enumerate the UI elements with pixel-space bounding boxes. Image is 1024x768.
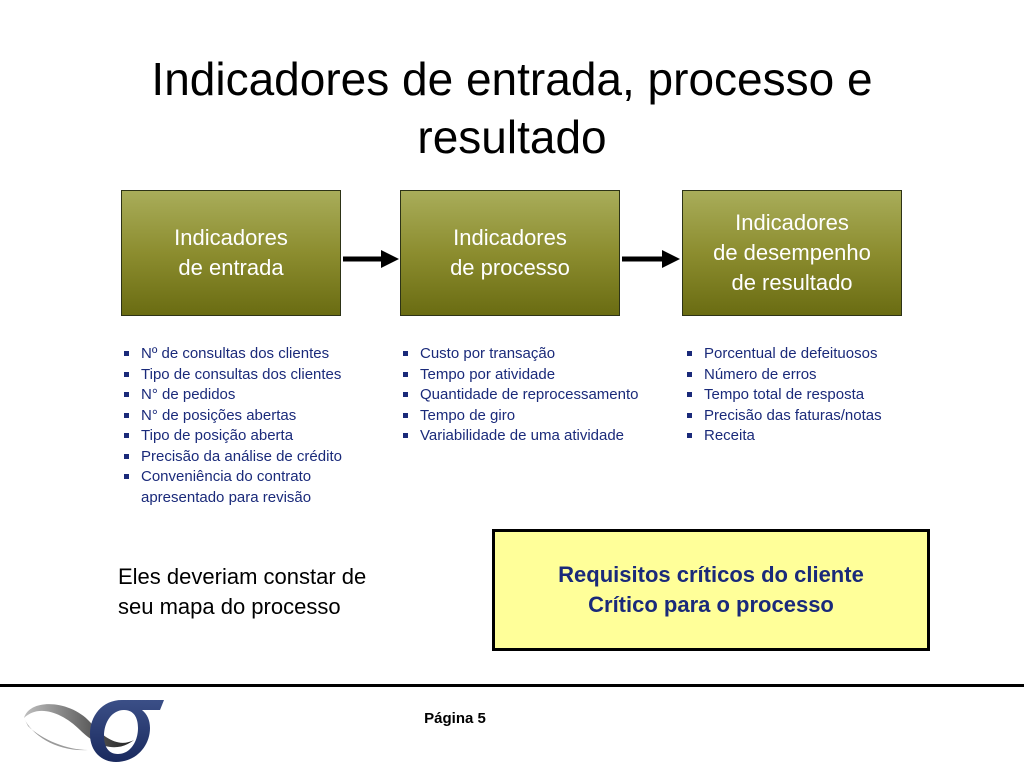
box-label-line: de resultado [731, 270, 853, 295]
list-item: Precisão das faturas/notas [684, 406, 954, 427]
box-label-line: Indicadores [735, 210, 849, 235]
box-label-line: de entrada [178, 255, 284, 280]
title-line-1: Indicadores de entrada, processo e [151, 53, 873, 105]
list-item: Tempo por atividade [400, 365, 685, 386]
input-indicators-box: Indicadores de entrada [121, 190, 341, 316]
list-item: Precisão da análise de crédito [121, 447, 391, 468]
callout-line-1: Requisitos críticos do cliente [558, 562, 864, 587]
list-item: Quantidade de reprocessamento [400, 385, 685, 406]
box-label-line: de desempenho [713, 240, 871, 265]
list-item: Variabilidade de uma atividade [400, 426, 685, 447]
result-indicators-list: Porcentual de defeituosos Número de erro… [684, 344, 954, 447]
process-indicators-list: Custo por transação Tempo por atividade … [400, 344, 685, 447]
slide-title: Indicadores de entrada, processo e resul… [0, 50, 1024, 166]
list-item: Número de erros [684, 365, 954, 386]
list-item: Tipo de consultas dos clientes [121, 365, 391, 386]
box-label-line: Indicadores [174, 225, 288, 250]
box-label-line: de processo [450, 255, 570, 280]
list-item: Nº de consultas dos clientes [121, 344, 391, 365]
list-item: Tempo de giro [400, 406, 685, 427]
list-item: N° de pedidos [121, 385, 391, 406]
box-label-line: Indicadores [453, 225, 567, 250]
list-item: Conveniência do contrato apresentado par… [121, 467, 391, 508]
process-indicators-box: Indicadores de processo [400, 190, 620, 316]
list-item: Custo por transação [400, 344, 685, 365]
note-line-2: seu mapa do processo [118, 594, 341, 619]
page-number: Página 5 [424, 710, 486, 727]
critical-requirements-callout: Requisitos críticos do cliente Crítico p… [492, 529, 930, 651]
arrow-right-icon [622, 250, 680, 268]
arrow-right-icon [343, 250, 399, 268]
list-item: Porcentual de defeituosos [684, 344, 954, 365]
note-line-1: Eles deveriam constar de [118, 564, 367, 589]
footer-divider [0, 684, 1024, 687]
result-indicators-box: Indicadores de desempenho de resultado [682, 190, 902, 316]
list-item: Tipo de posição aberta [121, 426, 391, 447]
list-item: N° de posições abertas [121, 406, 391, 427]
input-indicators-list: Nº de consultas dos clientes Tipo de con… [121, 344, 391, 508]
list-item: Receita [684, 426, 954, 447]
list-item: Tempo total de resposta [684, 385, 954, 406]
title-line-2: resultado [417, 111, 607, 163]
callout-line-2: Crítico para o processo [588, 592, 834, 617]
sigma-logo-icon [24, 700, 164, 762]
process-map-note: Eles deveriam constar de seu mapa do pro… [118, 562, 366, 622]
